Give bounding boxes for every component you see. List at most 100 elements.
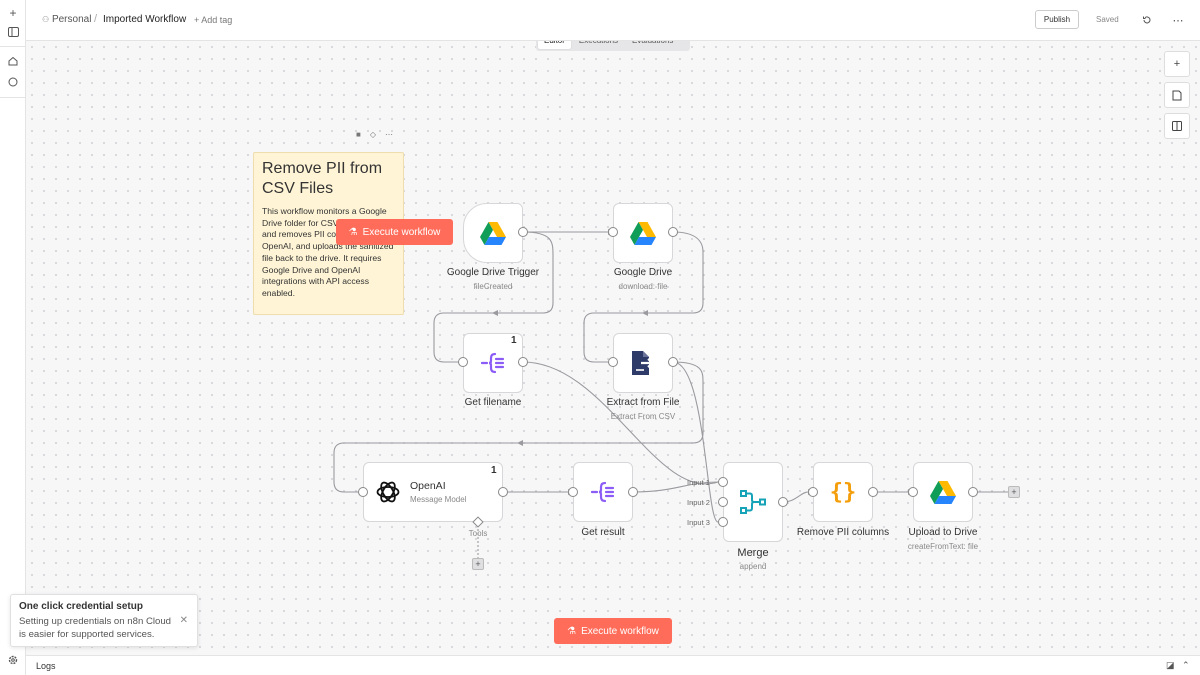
chat-icon[interactable]	[3, 72, 23, 92]
chevron-up-icon[interactable]: ⌃	[1182, 660, 1190, 670]
input-port[interactable]	[568, 487, 578, 497]
node-google-drive-trigger[interactable]	[463, 203, 523, 263]
home-icon[interactable]	[3, 51, 23, 71]
output-port[interactable]	[518, 357, 528, 367]
node-get-filename[interactable]	[463, 333, 523, 393]
edit-fields-icon	[481, 352, 505, 374]
input-port-2[interactable]	[718, 497, 728, 507]
settings-icon[interactable]	[3, 650, 23, 670]
input-port[interactable]	[608, 227, 618, 237]
view-tabs: Editor Executions Evaluations	[536, 41, 690, 51]
input-port[interactable]	[808, 487, 818, 497]
workflow-canvas[interactable]: Editor Executions Evaluations + ■ ◇ ⋯ Re…	[26, 41, 1200, 655]
zoom-in-icon[interactable]: +	[1164, 51, 1190, 77]
sticky-title: Remove PII from CSV Files	[262, 160, 383, 197]
publish-button[interactable]: Publish	[1035, 10, 1079, 29]
output-port[interactable]	[668, 227, 678, 237]
node-label: Get filename	[464, 397, 522, 408]
input-port[interactable]	[608, 357, 618, 367]
tab-evaluations[interactable]: Evaluations	[626, 41, 679, 49]
close-icon[interactable]: ✕	[179, 615, 188, 626]
node-label: Upload to Drive	[908, 527, 978, 538]
output-port[interactable]	[968, 487, 978, 497]
node-subtitle: append	[739, 562, 767, 571]
node-subtitle: download: file	[618, 282, 668, 291]
node-get-result[interactable]	[573, 462, 633, 522]
node-extract-from-file[interactable]	[613, 333, 673, 393]
node-merge[interactable]	[723, 462, 783, 542]
node-openai[interactable]: OpenAI Message Model	[363, 462, 503, 522]
more-icon[interactable]: ⋯	[385, 130, 393, 139]
input-port[interactable]	[458, 357, 468, 367]
google-drive-icon	[930, 480, 956, 504]
merge-input-label: Input 3	[687, 518, 710, 527]
trash-icon[interactable]: ■	[356, 130, 361, 139]
add-node-button[interactable]: +	[1008, 486, 1020, 498]
color-icon[interactable]: ◇	[369, 130, 376, 139]
merge-input-label: Input 1	[687, 478, 710, 487]
more-icon[interactable]: ⋯	[1172, 14, 1184, 27]
google-drive-icon	[630, 221, 656, 245]
node-subtitle: Extract From CSV	[610, 412, 676, 421]
node-remove-pii-columns[interactable]: {}	[813, 462, 873, 522]
merge-icon	[740, 490, 766, 514]
extract-file-icon	[632, 351, 655, 375]
google-drive-icon	[480, 221, 506, 245]
credential-toast: One click credential setup Setting up cr…	[10, 594, 198, 647]
sidebar-toggle-icon[interactable]	[3, 22, 23, 42]
plus-icon[interactable]: +	[9, 6, 17, 20]
add-tag-button[interactable]: + Add tag	[194, 15, 233, 25]
node-label: Google Drive Trigger	[446, 267, 540, 278]
node-subtitle: fileCreated	[473, 282, 513, 291]
code-icon: {}	[829, 479, 857, 505]
note-icon[interactable]	[1164, 82, 1190, 108]
history-icon[interactable]	[1139, 12, 1155, 28]
node-subtitle: Message Model	[410, 495, 467, 504]
output-port[interactable]	[518, 227, 528, 237]
left-sidebar: + ○ ▯ ◔	[0, 0, 26, 675]
execute-workflow-button[interactable]: ⚗ Execute workflow	[336, 219, 453, 245]
output-port[interactable]	[628, 487, 638, 497]
node-label: Remove PII columns	[796, 527, 890, 538]
user-icon: ⚇	[42, 15, 50, 24]
node-google-drive[interactable]	[613, 203, 673, 263]
output-port[interactable]	[868, 487, 878, 497]
pop-out-icon[interactable]: ◪	[1166, 660, 1175, 670]
breadcrumb-owner[interactable]: ⚇ Personal	[42, 14, 92, 25]
node-upload-to-drive[interactable]	[913, 462, 973, 522]
logs-label: Logs	[36, 661, 56, 671]
top-header: ⚇ Personal / Imported Workflow + Add tag…	[26, 0, 1200, 41]
sticky-toolbar: ■ ◇ ⋯	[356, 130, 393, 139]
add-tool-button[interactable]: +	[472, 558, 484, 570]
toast-title: One click credential setup	[19, 601, 143, 612]
input-port[interactable]	[908, 487, 918, 497]
output-port[interactable]	[498, 487, 508, 497]
edit-fields-icon	[591, 481, 615, 503]
input-port-3[interactable]	[718, 517, 728, 527]
input-port[interactable]	[358, 487, 368, 497]
toast-body: Setting up credentials on n8n Cloud is e…	[19, 616, 172, 640]
input-port-1[interactable]	[718, 477, 728, 487]
sticky-body: This workflow monitors a Google Drive fo…	[262, 206, 395, 298]
node-label: Google Drive	[613, 267, 673, 278]
panel-icon[interactable]	[1164, 113, 1190, 139]
output-port[interactable]	[778, 497, 788, 507]
flask-icon: ⚗	[567, 625, 577, 637]
tab-editor[interactable]: Editor	[538, 41, 571, 49]
node-label: Extract from File	[606, 397, 680, 408]
openai-icon	[376, 481, 400, 503]
breadcrumb-separator: /	[94, 13, 98, 25]
node-subtitle: createFromText: file	[907, 542, 979, 551]
execute-workflow-main-button[interactable]: ⚗ Execute workflow	[554, 618, 672, 644]
node-label: Get result	[581, 527, 625, 538]
workflow-name[interactable]: Imported Workflow	[103, 14, 187, 25]
tab-executions[interactable]: Executions	[573, 41, 624, 49]
run-count-badge: 1	[491, 465, 497, 476]
node-label: OpenAI	[410, 480, 446, 492]
flask-icon: ⚗	[348, 226, 358, 238]
run-count-badge: 1	[511, 335, 517, 346]
merge-input-label: Input 2	[687, 498, 710, 507]
output-port[interactable]	[668, 357, 678, 367]
logs-bar[interactable]: Logs ◪ ⌃	[26, 655, 1200, 675]
node-label: Merge	[737, 547, 769, 559]
